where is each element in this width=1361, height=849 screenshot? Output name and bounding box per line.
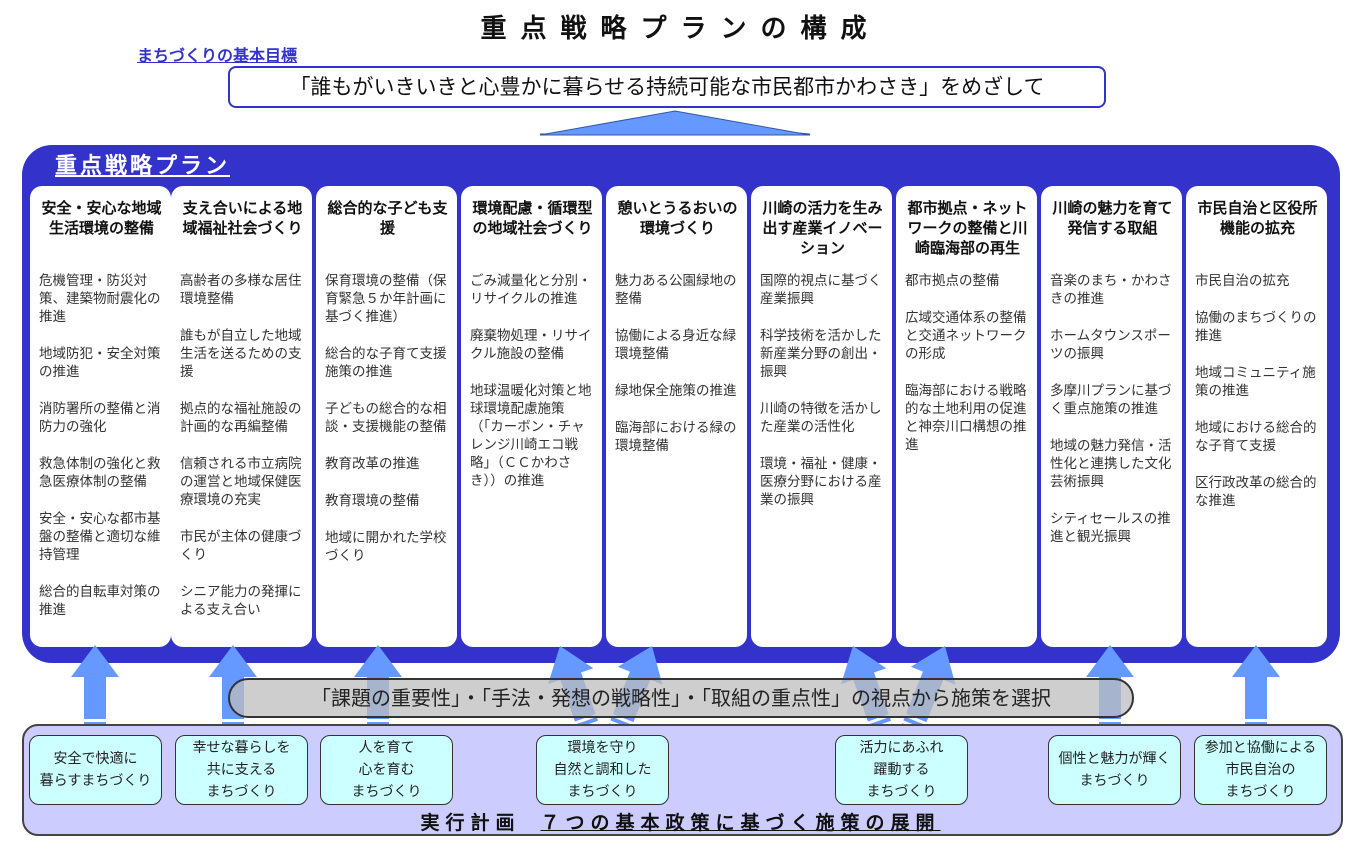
plan-column: 都市拠点・ネットワークの整備と川崎臨海部の再生都市拠点の整備広域交通体系の整備と… — [896, 186, 1037, 647]
plan-item: 地域防犯・安全対策の推進 — [39, 346, 161, 380]
plan-item: 広域交通体系の整備と交通ネットワークの形成 — [905, 310, 1027, 362]
plan-item: 地域に開かれた学校づくり — [325, 530, 447, 564]
plan-item: 教育環境の整備 — [325, 493, 420, 509]
plan-column: 川崎の活力を生み出す産業イノベーション国際的視点に基づく産業振興科学技術を活かし… — [751, 186, 892, 647]
plan-item: 保育環境の整備（保育緊急５か年計画に基づく推進） — [325, 273, 447, 325]
plan-item: 拠点的な福祉施設の計画的な再編整備 — [180, 401, 302, 435]
plan-column-heading: 環境配慮・循環型の地域社会づくり — [472, 199, 593, 237]
plan-column-heading: 総合的な子ども支援 — [327, 199, 448, 237]
plan-item: 消防署所の整備と消防力の強化 — [39, 401, 161, 435]
plan-item: 地域の魅力発信・活性化と連携した文化芸術振興 — [1050, 438, 1172, 490]
plan-item: ホームタウンスポーツの振興 — [1050, 328, 1171, 362]
plan-item: 子どもの総合的な相談・支援機能の整備 — [325, 401, 447, 435]
plan-column-heading: 支え合いによる地域福祉社会づくり — [182, 199, 303, 237]
plan-item: 地域における総合的な子育て支援 — [1195, 420, 1317, 454]
execution-plan-label: 実行計画 ７つの基本政策に基づく施策の展開 — [0, 808, 1361, 835]
plan-item: 地球温暖化対策と地球環境配慮施策（「カーボン・チャレンジ川崎エコ戦略」（ＣＣかわ… — [470, 383, 592, 489]
selection-criteria-pill: 「課題の重要性」・「手法・発想の戦略性」・「取組の重点性」の視点から施策を選択 — [228, 678, 1134, 718]
execution-plan-subtitle: ７つの基本政策に基づく施策の展開 — [540, 812, 941, 834]
plan-item: 魅力ある公園緑地の整備 — [615, 273, 737, 307]
plan-item: 区行政改革の総合的な推進 — [1195, 475, 1317, 509]
page-title: 重点戦略プランの構成 — [480, 14, 881, 44]
plan-column-heading: 市民自治と区役所機能の拡充 — [1197, 199, 1318, 237]
plan-item: 救急体制の強化と救急医療体制の整備 — [39, 456, 161, 490]
policy-box: 環境を守り 自然と調和した まちづくり — [536, 735, 669, 805]
plan-column: 安全・安心な地域生活環境の整備危機管理・防災対策、建築物耐震化の推進地域防犯・安… — [30, 186, 171, 647]
plan-item: 信頼される市立病院の運営と地域保健医療環境の充実 — [180, 456, 302, 508]
plan-column-heading: 川崎の活力を生み出す産業イノベーション — [762, 199, 883, 257]
priority-plan-title: 重点戦略プラン — [55, 154, 231, 179]
plan-item: 総合的自転車対策の推進 — [39, 584, 161, 618]
plan-column: 川崎の魅力を育て発信する取組音楽のまち・かわさきの推進ホームタウンスポーツの振興… — [1041, 186, 1182, 647]
plan-column-heading: 憩いとうるおいの環境づくり — [617, 199, 738, 237]
policy-box: 個性と魅力が輝く まちづくり — [1048, 735, 1181, 805]
plan-item: 総合的な子育て支援施策の推進 — [325, 346, 447, 380]
plan-item: 環境・福祉・健康・医療分野における産業の振興 — [760, 456, 882, 508]
plan-column: 環境配慮・循環型の地域社会づくりごみ減量化と分別・リサイクルの推進廃棄物処理・リ… — [461, 186, 602, 647]
policy-box: 活力にあふれ 躍動する まちづくり — [835, 735, 968, 805]
plan-item: 音楽のまち・かわさきの推進 — [1050, 273, 1172, 307]
plan-column: 総合的な子ども支援保育環境の整備（保育緊急５か年計画に基づく推進） 総合的な子育て… — [316, 186, 457, 647]
plan-item: 高齢者の多様な居住環境整備 — [180, 273, 302, 307]
policy-box: 幸せな暮らしを 共に支える まちづくり — [175, 735, 308, 805]
plan-item: 誰もが自立した地域生活を送るための支援 — [180, 328, 302, 380]
plan-item: 市民自治の拡充 — [1195, 273, 1290, 289]
plan-item: 教育改革の推進 — [325, 456, 420, 472]
policy-box: 安全で快適に 暮らすまちづくり — [29, 735, 162, 805]
plan-item: 協働による身近な緑環境整備 — [615, 328, 737, 362]
goal-box: 「誰もがいきいきと心豊かに暮らせる持続可能な市民都市かわさき」をめざして — [228, 66, 1106, 108]
plan-item: 協働のまちづくりの推進 — [1195, 310, 1317, 344]
plan-item: 市民が主体の健康づくり — [180, 529, 302, 563]
plan-column: 憩いとうるおいの環境づくり魅力ある公園緑地の整備協働による身近な緑環境整備緑地保… — [606, 186, 747, 647]
plan-item: ごみ減量化と分別・リサイクルの推進 — [470, 273, 592, 307]
plan-item: シティセールスの推進と観光振興 — [1050, 511, 1171, 545]
policy-box: 参加と協働による 市民自治の まちづくり — [1194, 735, 1327, 805]
plan-item: 多摩川プランに基づく重点施策の推進 — [1050, 383, 1172, 417]
plan-item: 地域コミュニティ施策の推進 — [1195, 365, 1316, 399]
plan-column-heading: 川崎の魅力を育て発信する取組 — [1052, 199, 1173, 237]
policy-box: 人を育て 心を育む まちづくり — [320, 735, 453, 805]
plan-item: 安全・安心な都市基盤の整備と適切な維持管理 — [39, 511, 161, 563]
plan-item: 川崎の特徴を活かした産業の活性化 — [760, 401, 882, 435]
up-arrow-icon — [71, 645, 119, 733]
plan-item: シニア能力の発揮による支え合い — [180, 584, 302, 618]
up-arrow-icon — [539, 110, 811, 136]
plan-item: 国際的視点に基づく産業振興 — [760, 273, 882, 307]
execution-plan-title: 実行計画 — [420, 812, 521, 834]
up-arrow-icon — [1232, 645, 1280, 733]
plan-item: 科学技術を活かした新産業分野の創出・振興 — [760, 328, 882, 380]
plan-column-heading: 安全・安心な地域生活環境の整備 — [41, 199, 162, 237]
plan-item: 危機管理・防災対策、建築物耐震化の推進 — [39, 273, 161, 325]
plan-item: 廃棄物処理・リサイクル施設の整備 — [470, 328, 592, 362]
plan-item: 都市拠点の整備 — [905, 273, 1000, 289]
goal-label[interactable]: まちづくりの基本目標 — [137, 46, 298, 65]
plan-item: 臨海部における緑の環境整備 — [615, 420, 737, 454]
plan-item: 臨海部における戦略的な土地利用の促進と神奈川口構想の推進 — [905, 383, 1027, 453]
plan-column-heading: 都市拠点・ネットワークの整備と川崎臨海部の再生 — [907, 199, 1028, 257]
plan-column: 支え合いによる地域福祉社会づくり高齢者の多様な居住環境整備誰もが自立した地域生活… — [171, 186, 312, 647]
plan-item: 緑地保全施策の推進 — [615, 383, 737, 399]
plan-column: 市民自治と区役所機能の拡充市民自治の拡充協働のまちづくりの推進地域コミュニティ施… — [1186, 186, 1327, 647]
